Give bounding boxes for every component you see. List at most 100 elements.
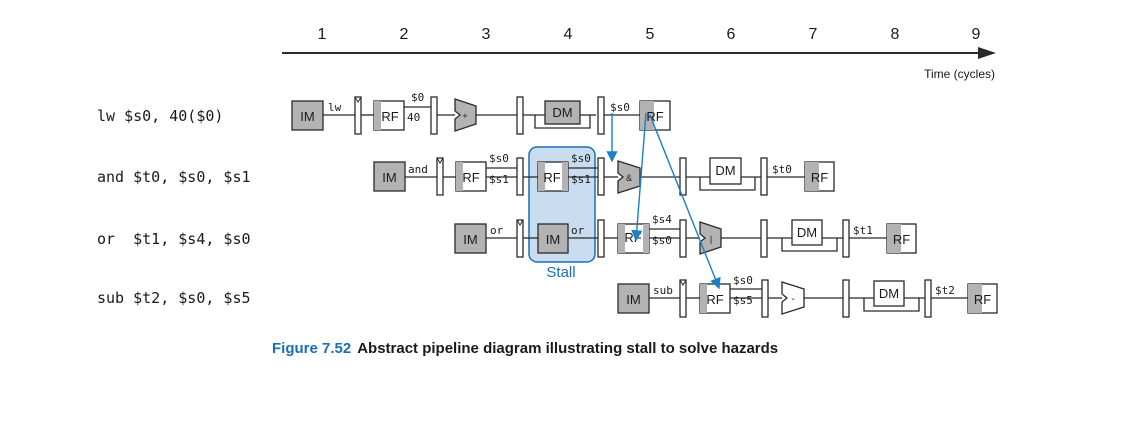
pipeline-register [516, 157, 524, 196]
rf-block-label: RF [706, 292, 723, 307]
forward-arrow-to-or [631, 112, 647, 242]
alu-op-label: - [791, 294, 794, 305]
rf-block-label: RF [811, 170, 828, 185]
im-block-label: IM [546, 232, 560, 247]
forwarding-arrows [606, 112, 721, 290]
cycle-label-9: 9 [972, 26, 981, 43]
op-label: and [408, 163, 428, 176]
im-block-label: IM [382, 170, 396, 185]
cycle-label-7: 7 [809, 26, 818, 43]
pipeline-register [842, 279, 850, 318]
row-or [486, 228, 887, 252]
pipeline-register [761, 279, 769, 318]
im-block [537, 223, 569, 254]
rf-block-write-half [887, 224, 901, 253]
rf-block-read-half [562, 162, 568, 191]
pipeline-register [842, 219, 850, 258]
cycle-label-3: 3 [482, 26, 491, 43]
alu-op-label: | [710, 234, 712, 244]
figure-caption: Figure 7.52 Abstract pipeline diagram ill… [272, 340, 778, 357]
time-axis-label: Time (cycles) [924, 67, 995, 81]
pipeline-register [354, 96, 362, 135]
stall-label: Stall [546, 264, 575, 281]
rf-block-write-half [805, 162, 819, 191]
writeback-reg-label: $t0 [772, 163, 792, 176]
cycle-label-1: 1 [318, 26, 327, 43]
im-block [617, 283, 650, 314]
im-block-label: IM [463, 232, 477, 247]
rf-operand-bottom: $s0 [652, 234, 672, 247]
pipeline-register [679, 279, 687, 318]
rf-block-write-half [618, 224, 625, 253]
pipeline-register-clock [436, 157, 444, 164]
pipeline-register [597, 96, 605, 135]
alu-op-label: & [626, 173, 632, 183]
cycle-label-8: 8 [891, 26, 900, 43]
pipeline-register [679, 157, 687, 196]
cycle-label-2: 2 [400, 26, 409, 43]
op-label: or [571, 224, 585, 237]
pipeline-register-clock [516, 219, 524, 226]
rf-block-label: RF [624, 230, 641, 245]
instruction-sub: sub $t2, $s0, $s5 [97, 289, 251, 307]
rf-block-label: RF [543, 170, 560, 185]
dm-block [873, 280, 905, 307]
alu-block [699, 221, 722, 255]
dm-block [544, 100, 581, 125]
im-block [373, 161, 406, 192]
rf-operand-top: $s0 [571, 152, 591, 165]
pipeline-register [679, 219, 687, 258]
alu-block [454, 98, 477, 132]
instruction-lw: lw $s0, 40($0) [97, 107, 223, 125]
dm-block [791, 219, 823, 246]
rf-block-write-half [640, 101, 654, 130]
alu-block [781, 281, 805, 315]
dm-block-label: DM [715, 163, 735, 178]
rf-operand-top: $0 [411, 91, 424, 104]
rf-operand-top: $s0 [489, 152, 509, 165]
dm-block-label: DM [552, 105, 572, 120]
op-label: sub [653, 284, 673, 297]
rf-block-read-half [643, 224, 649, 253]
rf-block-label: RF [381, 109, 398, 124]
rf-block-label: RF [893, 232, 910, 247]
figure-caption-text: Abstract pipeline diagram illustrating s… [357, 340, 779, 357]
pipeline-register [597, 219, 605, 258]
rf-operand-bottom: $s1 [571, 173, 591, 186]
pipeline-register [760, 157, 768, 196]
time-axis-arrowhead [978, 47, 996, 59]
cycle-label-5: 5 [646, 26, 655, 43]
rf-operand-top: $s4 [652, 213, 672, 226]
row-and [405, 167, 805, 191]
rf-operand-bottom: $s5 [733, 294, 753, 307]
rf-block-write-half [374, 101, 381, 130]
im-block-label: IM [626, 292, 640, 307]
cycle-label-4: 4 [564, 26, 573, 43]
writeback-reg-label: $t1 [853, 224, 873, 237]
pipeline-register-clock [354, 96, 362, 103]
alu-op-label: + [462, 111, 467, 121]
op-label: lw [328, 101, 342, 114]
alu-block [617, 160, 641, 194]
pipeline-register [516, 96, 524, 135]
forward-arrow-to-sub [649, 114, 721, 290]
figure-number: Figure 7.52 [272, 340, 352, 357]
rf-operand-bottom: 40 [407, 111, 420, 124]
im-block [291, 100, 324, 131]
im-block [454, 223, 487, 254]
dm-block-label: DM [879, 286, 899, 301]
pipeline-register [924, 279, 932, 318]
cycle-label-6: 6 [727, 26, 736, 43]
rf-block-write-half [538, 162, 545, 191]
rf-block-write-half [456, 162, 463, 191]
dm-block-label: DM [797, 225, 817, 240]
pipeline-register [760, 219, 768, 258]
rf-block-write-half [700, 284, 707, 313]
rf-block-label: RF [646, 109, 663, 124]
instruction-and: and $t0, $s0, $s1 [97, 168, 251, 186]
instruction-or: or $t1, $s4, $s0 [97, 230, 251, 248]
row-sub [649, 288, 968, 312]
pipeline-register [597, 157, 605, 196]
writeback-reg-label: $t2 [935, 284, 955, 297]
